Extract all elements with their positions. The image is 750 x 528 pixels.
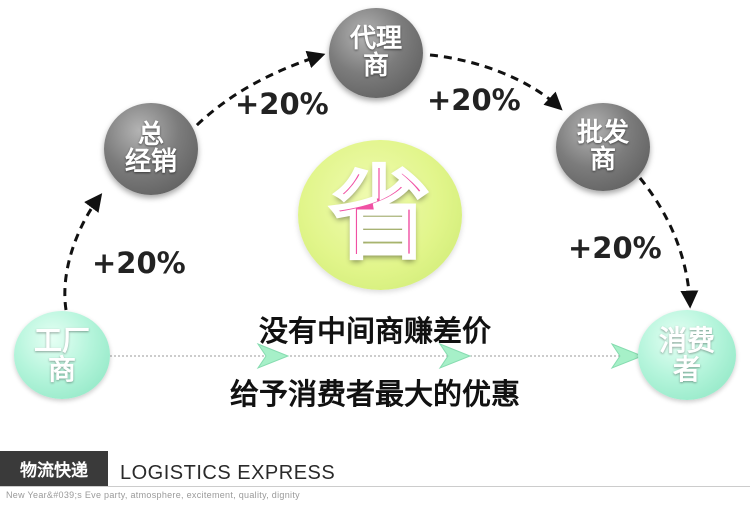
markup-label-3: +20% — [427, 83, 521, 117]
savings-char: 省 — [329, 156, 432, 273]
brand-tag: 物流快递 — [0, 451, 108, 486]
arrow-distributor-to-agent — [185, 50, 326, 137]
footer-divider — [0, 486, 750, 487]
slogan-line-2: 给予消费者最大的优惠 — [229, 377, 520, 411]
node-wholesaler: 批发 商 — [556, 103, 650, 191]
node-consumer: 消费 者 — [638, 310, 736, 400]
node-agent: 代理 商 — [329, 8, 423, 98]
arrow-factory-to-distributor — [63, 193, 103, 311]
savings-circle: 省 — [298, 140, 462, 290]
slogan-line-1: 没有中间商赚差价 — [258, 314, 491, 348]
brand-subline: New Year&#039;s Eve party, atmosphere, e… — [6, 490, 300, 500]
arrow-agent-to-wholesaler — [429, 53, 563, 111]
direct-arrow-3 — [610, 342, 644, 370]
node-factory: 工厂 商 — [14, 311, 110, 399]
markup-label-2: +20% — [235, 87, 329, 121]
brand-english: LOGISTICS EXPRESS — [120, 462, 336, 484]
arrow-wholesaler-to-consumer — [638, 177, 699, 309]
direct-arrow-2 — [438, 342, 472, 370]
node-distributor: 总 经销 — [104, 103, 198, 195]
direct-arrow-1 — [256, 342, 290, 370]
markup-label-1: +20% — [92, 246, 186, 280]
markup-label-4: +20% — [568, 231, 662, 265]
